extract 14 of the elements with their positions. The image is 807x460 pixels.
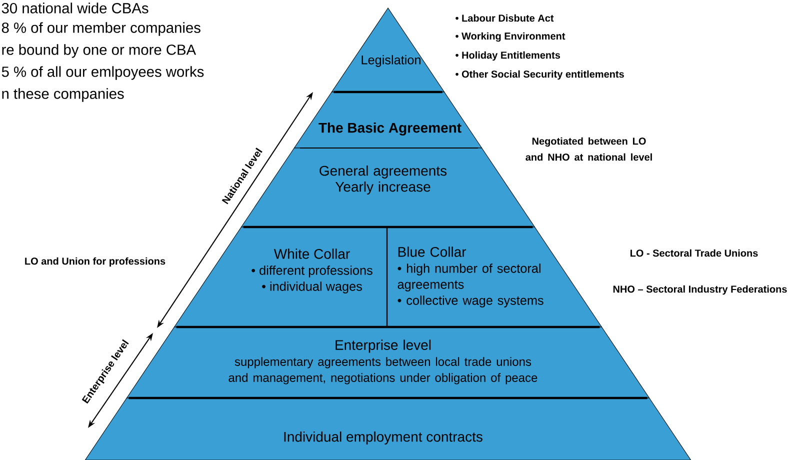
note-text: n these companies (2, 88, 124, 102)
pyramid-tier: Legislation (331, 8, 445, 92)
note-text: • Holiday Entitlements (456, 51, 560, 61)
pyramid-tier: The Basic Agreement (294, 92, 482, 148)
note-text: 30 national wide CBAs (2, 2, 148, 14)
pyramid-tier: Blue Collar • high number of sectoral agreements • collective wage systems (386, 226, 602, 328)
note-text: • Labour Disbute Act (456, 14, 554, 22)
note-text: NHO – Sectoral Industry Federations (613, 285, 787, 295)
note-text: • Working Environment (456, 32, 566, 42)
note-text: • Other Social Security entitlements (456, 70, 624, 80)
note-text: 8 % of our member companies (2, 22, 200, 36)
note-text: re bound by one or more CBA (2, 44, 196, 58)
note-text: LO - Sectoral Trade Unions (630, 249, 758, 257)
note-text: 5 % of all our emlpoyees works (2, 66, 204, 80)
